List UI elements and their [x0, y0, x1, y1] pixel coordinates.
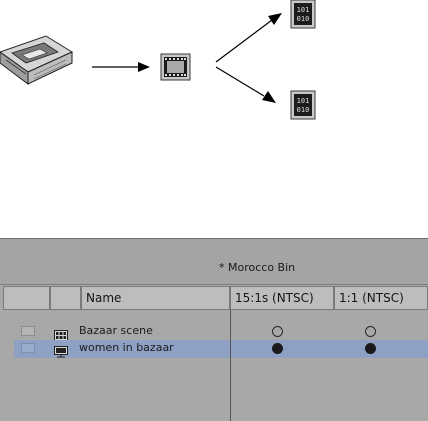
- film-strip-icon: [160, 53, 191, 81]
- bin-window: * Morocco Bin Name 15:1s (NTSC) 1:1 (NTS…: [0, 238, 428, 421]
- column-header-select[interactable]: [3, 286, 50, 310]
- row-select-box[interactable]: [21, 326, 35, 336]
- column-header-15-1s[interactable]: 15:1s (NTSC): [230, 286, 334, 310]
- bin-title-bar[interactable]: * Morocco Bin: [0, 239, 428, 285]
- column-divider: [230, 310, 231, 421]
- arrow-to-master-clip: [92, 62, 150, 72]
- media-offline-indicator-15-1s: [272, 326, 283, 337]
- videotape-cassette-icon: [0, 35, 74, 85]
- workflow-diagram-graphic: 101 010 101 010: [0, 0, 316, 120]
- branch-arrow-down: [215, 66, 276, 103]
- subclip-icon: [54, 343, 68, 362]
- clip-row-women-in-bazaar[interactable]: women in bazaar: [14, 340, 428, 358]
- workflow-diagram: 101 010 101 010: [0, 0, 316, 120]
- binary-data-icon: 101 010: [290, 90, 316, 120]
- svg-text:010: 010: [297, 15, 310, 23]
- binary-data-icon: 101 010: [290, 0, 316, 29]
- svg-text:101: 101: [297, 97, 310, 105]
- column-header-icon[interactable]: [50, 286, 81, 310]
- column-header-name[interactable]: Name: [81, 286, 230, 310]
- column-header-15-1s-label: 15:1s (NTSC): [235, 291, 314, 305]
- bin-title: * Morocco Bin: [219, 261, 296, 274]
- column-header-1-1-label: 1:1 (NTSC): [339, 291, 404, 305]
- media-offline-indicator-1-1: [365, 326, 376, 337]
- svg-text:010: 010: [297, 106, 310, 114]
- column-header-name-label: Name: [86, 291, 122, 305]
- media-online-indicator-1-1: [365, 343, 376, 354]
- row-select-box[interactable]: [21, 343, 35, 353]
- svg-text:101: 101: [297, 6, 310, 14]
- branch-arrow-up: [215, 13, 282, 63]
- clip-name: Bazaar scene: [79, 324, 153, 337]
- media-online-indicator-15-1s: [272, 343, 283, 354]
- column-header-1-1[interactable]: 1:1 (NTSC): [334, 286, 428, 310]
- clip-row-bazaar-scene[interactable]: Bazaar scene: [14, 323, 428, 341]
- clip-name: women in bazaar: [79, 341, 174, 354]
